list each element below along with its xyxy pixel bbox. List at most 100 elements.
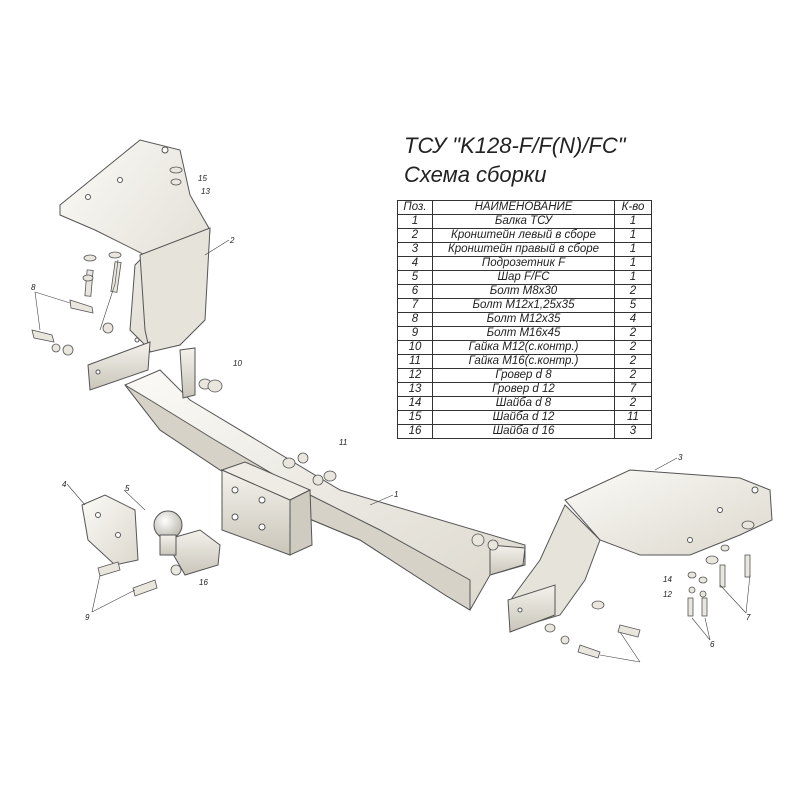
nut-10-a xyxy=(207,379,223,393)
washer-15-c xyxy=(108,251,122,259)
callout-16: 16 xyxy=(199,578,208,587)
grover-13-b xyxy=(82,274,94,282)
washer-16-c xyxy=(170,564,182,576)
parts-table-header: Поз. НАИМЕНОВАНИЕ К-во xyxy=(397,200,652,215)
washer-15-j xyxy=(741,520,755,530)
row-quantity: 2 xyxy=(614,396,652,411)
callout-2: 2 xyxy=(229,236,235,245)
row-position: 5 xyxy=(397,270,433,285)
header-position: Поз. xyxy=(397,200,433,215)
left-bracket xyxy=(59,139,211,391)
row-name: Балка ТСУ xyxy=(432,214,615,229)
nut-10-b xyxy=(471,533,485,547)
row-name: Болт М12х1,25х35 xyxy=(432,298,615,313)
callout-7: 7 xyxy=(746,613,751,622)
row-quantity: 4 xyxy=(614,312,652,327)
nut-11-a xyxy=(282,457,296,469)
washer-15-k xyxy=(705,555,719,565)
bolt-7-c xyxy=(744,554,751,578)
bolt-9-b xyxy=(132,579,158,597)
row-name: Кронштейн правый в сборе xyxy=(432,242,615,257)
drawing-title: ТСУ "K128-F/F(N)/FC" xyxy=(404,133,626,158)
row-name: Шар F/FC xyxy=(432,270,615,285)
bolt-7-a xyxy=(84,269,94,297)
row-name: Гайка М12(с.контр.) xyxy=(432,340,615,355)
row-position: 1 xyxy=(397,214,433,229)
washer-15-i xyxy=(544,623,556,633)
row-position: 13 xyxy=(397,382,433,397)
row-quantity: 1 xyxy=(614,214,652,229)
callout-6: 6 xyxy=(710,640,715,649)
washer-15-e xyxy=(102,322,114,334)
bolt-6-b xyxy=(701,597,708,617)
bolt-9-a xyxy=(97,561,121,577)
callout-10: 10 xyxy=(233,359,242,368)
washer-15-b xyxy=(83,254,97,262)
row-position: 12 xyxy=(397,368,433,383)
row-name: Болт М8х30 xyxy=(432,284,615,299)
bolt-8-left-a xyxy=(31,329,55,343)
header-quantity: К-во xyxy=(614,200,652,215)
row-quantity: 3 xyxy=(614,424,652,439)
leader-lines xyxy=(34,239,751,663)
bolt-6-a xyxy=(687,597,694,617)
row-name: Шайба d 8 xyxy=(432,396,615,411)
bolt-8-right-a xyxy=(617,624,641,638)
grover-13-c xyxy=(51,343,61,353)
row-quantity: 7 xyxy=(614,382,652,397)
washer-16-b xyxy=(312,474,324,486)
bolt-8-left-b xyxy=(69,299,94,314)
washer-15-d xyxy=(62,344,74,356)
row-quantity: 2 xyxy=(614,340,652,355)
bolt-7-d xyxy=(719,564,726,588)
row-quantity: 1 xyxy=(614,228,652,243)
row-name: Шайба d 12 xyxy=(432,410,615,425)
row-position: 11 xyxy=(397,354,433,369)
row-name: Гровер d 12 xyxy=(432,382,615,397)
row-name: Кронштейн левый в сборе xyxy=(432,228,615,243)
row-quantity: 5 xyxy=(614,298,652,313)
row-name: Гайка М16(с.контр.) xyxy=(432,354,615,369)
washer-14-b xyxy=(698,576,708,584)
row-position: 3 xyxy=(397,242,433,257)
callout-14: 14 xyxy=(663,575,672,584)
callout-1: 1 xyxy=(394,490,398,499)
callout-8: 8 xyxy=(31,283,36,292)
row-quantity: 1 xyxy=(614,270,652,285)
row-name: Гровер d 8 xyxy=(432,368,615,383)
grover-13-e xyxy=(720,544,730,552)
row-quantity: 2 xyxy=(614,354,652,369)
grover-12-b xyxy=(699,590,707,598)
row-position: 14 xyxy=(397,396,433,411)
row-name: Болт М12х35 xyxy=(432,312,615,327)
header-name: НАИМЕНОВАНИЕ xyxy=(432,200,615,215)
callout-5: 5 xyxy=(125,484,130,493)
callout-3: 3 xyxy=(678,453,683,462)
washer-16-a xyxy=(297,452,309,464)
row-position: 16 xyxy=(397,424,433,439)
bolt-8-right-b xyxy=(577,644,601,659)
row-position: 2 xyxy=(397,228,433,243)
fasteners xyxy=(31,166,755,659)
tow-ball xyxy=(153,510,221,576)
socket-plate xyxy=(81,494,139,566)
callout-11: 11 xyxy=(339,438,347,447)
grover-13-d xyxy=(560,635,570,645)
washer-15-g xyxy=(487,539,499,551)
row-name: Болт М16х45 xyxy=(432,326,615,341)
row-position: 8 xyxy=(397,312,433,327)
